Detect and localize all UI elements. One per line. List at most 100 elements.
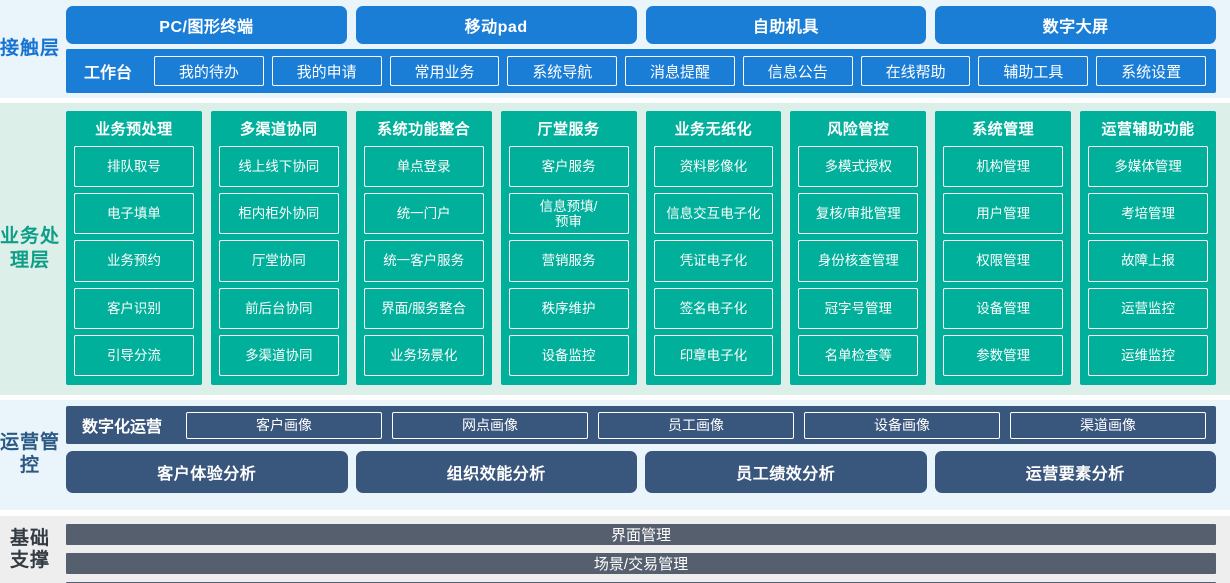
foundation-item-ui-management[interactable]: 界面管理 [66,524,1216,545]
column-title: 系统管理 [972,121,1035,138]
channel-self-service[interactable]: 自助机具 [645,6,927,44]
column-title: 业务无纸化 [674,121,753,138]
biz-item[interactable]: 参数管理 [943,334,1064,377]
biz-item[interactable]: 统一客户服务 [363,240,484,282]
portrait-device[interactable]: 设备画像 [804,411,1001,439]
column-items: 多模式授权 复核/审批管理 身份核查管理 冠字号管理 名单检查等 [798,146,919,377]
contact-layer-body: PC/图形终端 移动pad 自助机具 数字大屏 工作台 我的待办 我的申请 常用… [60,0,1230,98]
foundation-layer-label-line1: 基础 [9,527,50,549]
biz-item[interactable]: 资料影像化 [653,146,774,188]
foundation-layer: 基础 支撑 界面管理 场景/交易管理 流程管理 任务管理 消息管理 数据埋点 日… [0,516,1230,583]
workbench-bar: 工作台 我的待办 我的申请 常用业务 系统导航 消息提醒 信息公告 在线帮助 辅… [66,49,1216,93]
channel-digital-screen[interactable]: 数字大屏 [935,6,1216,44]
biz-item[interactable]: 多模式授权 [798,146,919,188]
business-column-operation-support: 运营辅助功能 多媒体管理 考培管理 故障上报 运营监控 运维监控 [1080,111,1216,385]
biz-item[interactable]: 信息预填/ 预审 [508,193,629,235]
biz-item[interactable]: 电子填单 [74,193,194,235]
foundation-layer-body: 界面管理 场景/交易管理 流程管理 任务管理 消息管理 数据埋点 日志管理 异常… [60,516,1230,583]
biz-item[interactable]: 统一门户 [363,193,484,235]
biz-item[interactable]: 设备管理 [943,287,1064,329]
business-layer-body: 业务预处理 排队取号 电子填单 业务预约 客户识别 引导分流 多渠道协同 线上线… [60,103,1230,395]
workbench-item-online-help[interactable]: 在线帮助 [860,56,971,86]
operations-layer-label-text: 运营管控 [0,432,61,476]
column-title: 业务预处理 [95,121,173,138]
workbench-item-announcement[interactable]: 信息公告 [742,56,853,86]
biz-item[interactable]: 运营监控 [1088,287,1208,329]
analysis-row: 客户体验分析 组织效能分析 员工绩效分析 运营要素分析 [66,451,1216,493]
channel-row: PC/图形终端 移动pad 自助机具 数字大屏 [60,0,1230,44]
biz-item[interactable]: 单点登录 [363,146,484,188]
biz-item[interactable]: 名单检查等 [798,334,919,377]
workbench-item-message-alert[interactable]: 消息提醒 [625,56,735,86]
digital-operations-label: 数字化运营 [82,419,163,436]
foundation-item-scene-transaction[interactable]: 场景/交易管理 [66,553,1216,574]
biz-item[interactable]: 客户服务 [508,146,629,188]
biz-item[interactable]: 运维监控 [1088,334,1208,377]
column-items: 机构管理 用户管理 权限管理 设备管理 参数管理 [943,146,1064,377]
workbench-item-tools[interactable]: 辅助工具 [978,56,1089,86]
biz-item[interactable]: 排队取号 [74,146,194,188]
biz-item[interactable]: 凭证电子化 [653,240,774,282]
analysis-organization-efficiency[interactable]: 组织效能分析 [355,451,637,493]
column-title: 运营辅助功能 [1101,121,1195,138]
business-column-preprocess: 业务预处理 排队取号 电子填单 业务预约 客户识别 引导分流 [66,111,202,385]
biz-item[interactable]: 界面/服务整合 [363,287,484,329]
workbench-label: 工作台 [84,65,133,82]
biz-item[interactable]: 身份核查管理 [798,240,919,282]
channel-pc[interactable]: PC/图形终端 [66,6,347,44]
business-columns: 业务预处理 排队取号 电子填单 业务预约 客户识别 引导分流 多渠道协同 线上线… [60,103,1230,395]
biz-item[interactable]: 复核/审批管理 [798,193,919,235]
foundation-layer-label-line2: 支撑 [9,549,50,571]
biz-item[interactable]: 引导分流 [74,334,194,377]
operations-layer-body: 数字化运营 客户画像 网点画像 员工画像 设备画像 渠道画像 客户体验分析 组织… [60,400,1230,510]
portrait-branch[interactable]: 网点画像 [392,411,589,439]
business-layer-label: 业务处理层 [0,103,60,395]
biz-item[interactable]: 多媒体管理 [1088,146,1208,188]
biz-item[interactable]: 业务预约 [74,240,194,282]
workbench-item-settings[interactable]: 系统设置 [1096,56,1207,86]
column-title: 厅堂服务 [537,121,600,138]
biz-item[interactable]: 柜内柜外协同 [218,193,339,235]
biz-item[interactable]: 线上线下协同 [218,146,339,188]
portrait-employee[interactable]: 员工画像 [598,411,795,439]
business-column-multichannel: 多渠道协同 线上线下协同 柜内柜外协同 厅堂协同 前后台协同 多渠道协同 [210,111,347,385]
workbench-item-todo[interactable]: 我的待办 [154,56,264,86]
biz-item[interactable]: 秩序维护 [508,287,629,329]
biz-item[interactable]: 机构管理 [943,146,1064,188]
column-title: 系统功能整合 [377,121,471,138]
portrait-channel[interactable]: 渠道画像 [1010,411,1207,439]
portrait-customer[interactable]: 客户画像 [186,411,383,439]
column-items: 客户服务 信息预填/ 预审 营销服务 秩序维护 设备监控 [508,146,629,377]
workbench-item-application[interactable]: 我的申请 [271,56,382,86]
analysis-customer-experience[interactable]: 客户体验分析 [66,451,348,493]
analysis-operation-elements[interactable]: 运营要素分析 [934,451,1216,493]
digital-operations-row: 数字化运营 客户画像 网点画像 员工画像 设备画像 渠道画像 [66,406,1216,444]
biz-item[interactable]: 印章电子化 [653,334,774,377]
column-items: 多媒体管理 考培管理 故障上报 运营监控 运维监控 [1088,146,1208,377]
biz-item[interactable]: 客户识别 [74,287,194,329]
biz-item[interactable]: 签名电子化 [653,287,774,329]
biz-item[interactable]: 冠字号管理 [798,287,919,329]
biz-item[interactable]: 业务场景化 [363,334,484,377]
biz-item[interactable]: 考培管理 [1088,193,1208,235]
biz-item[interactable]: 营销服务 [508,240,629,282]
workbench-item-system-nav[interactable]: 系统导航 [507,56,618,86]
biz-item[interactable]: 信息交互电子化 [653,193,774,235]
workbench-item-common-business[interactable]: 常用业务 [389,56,500,86]
biz-item[interactable]: 前后台协同 [218,287,339,329]
biz-item[interactable]: 厅堂协同 [218,240,339,282]
column-title: 多渠道协同 [240,121,318,138]
biz-item[interactable]: 设备监控 [508,334,629,377]
operations-layer: 运营管控 数字化运营 客户画像 网点画像 员工画像 设备画像 渠道画像 客户体验… [0,400,1230,510]
biz-item[interactable]: 用户管理 [943,193,1064,235]
biz-item[interactable]: 权限管理 [943,240,1064,282]
column-items: 单点登录 统一门户 统一客户服务 界面/服务整合 业务场景化 [363,146,484,377]
channel-mobile-pad[interactable]: 移动pad [355,6,637,44]
contact-layer-label: 接触层 [0,0,60,98]
biz-item[interactable]: 故障上报 [1088,240,1208,282]
analysis-employee-performance[interactable]: 员工绩效分析 [645,451,927,493]
business-layer: 业务处理层 业务预处理 排队取号 电子填单 业务预约 客户识别 引导分流 多渠道… [0,103,1230,395]
contact-layer: 接触层 PC/图形终端 移动pad 自助机具 数字大屏 工作台 我的待办 我的申… [0,0,1230,98]
biz-item[interactable]: 多渠道协同 [218,334,339,377]
